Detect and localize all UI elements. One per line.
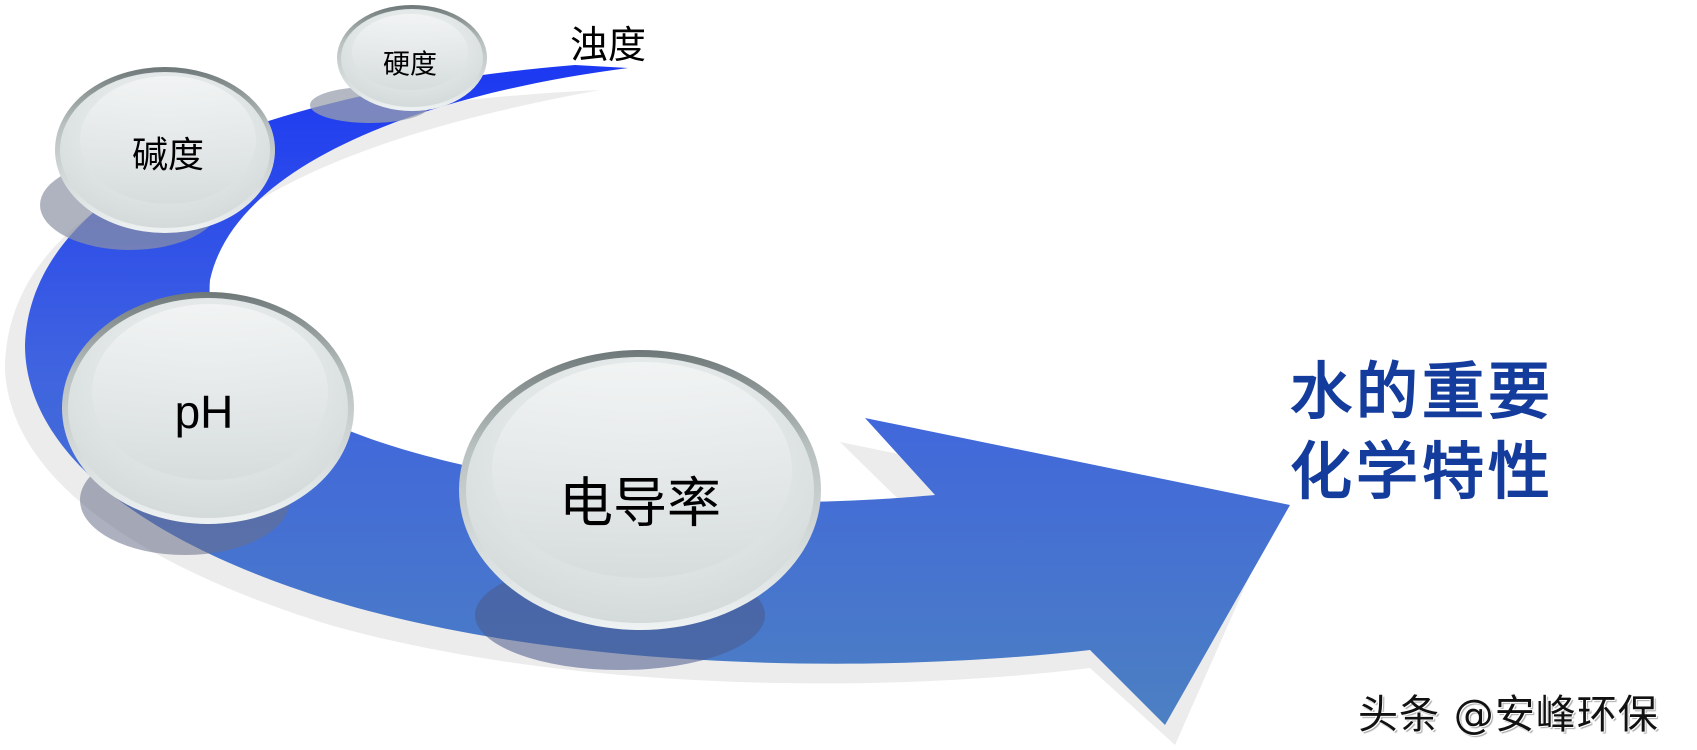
conductivity-bubble	[459, 350, 821, 630]
turbidity-label: 浊度	[570, 23, 647, 67]
diagram-title: 水的重要 化学特性	[1290, 352, 1554, 512]
alkalinity-bubble	[55, 67, 275, 233]
hardness-label: 硬度	[383, 49, 437, 81]
curved-arrow	[25, 65, 1290, 725]
conductivity-label: 电导率	[559, 471, 721, 535]
title-line-2: 化学特性	[1290, 435, 1555, 508]
hardness-bubble	[337, 5, 487, 111]
alkalinity-label: 碱度	[131, 135, 205, 176]
watermark: 头条 @安峰环保	[1358, 692, 1659, 738]
title-line-1: 水的重要	[1290, 355, 1555, 428]
ph-label: pH	[174, 386, 234, 438]
ph-bubble	[62, 292, 354, 524]
